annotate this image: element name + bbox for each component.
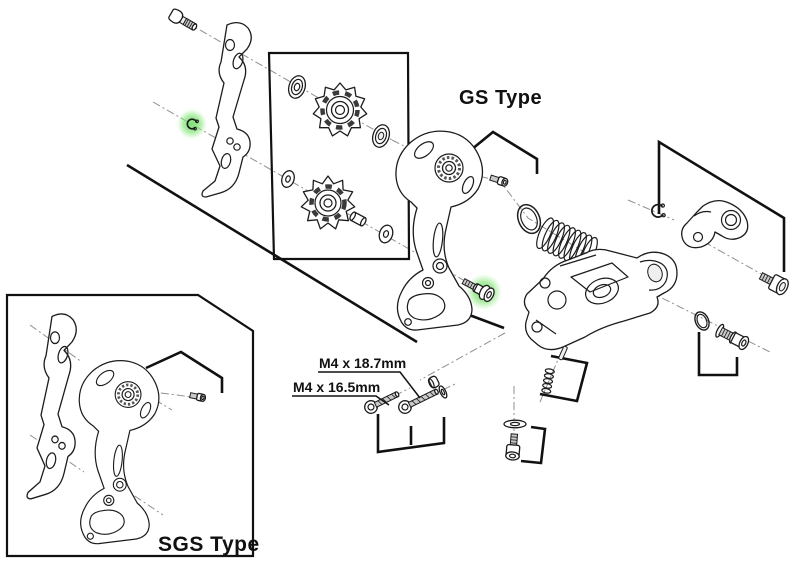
- grouping-outlines: [5, 51, 786, 558]
- sgs-type-box: [5, 293, 255, 558]
- bracket-axle-unit: [681, 199, 749, 249]
- lower-pulley-washer: [281, 170, 295, 188]
- stopper-bolt-box: [520, 425, 547, 465]
- pulley-bolt-top: [168, 8, 198, 31]
- cage-stop-bolt-gs: [489, 174, 509, 187]
- hanger-circlip: [651, 203, 666, 218]
- gs-group-line: [126, 163, 418, 344]
- m4-screw-short: [364, 391, 400, 414]
- sgs-type-label: SGS Type: [158, 533, 260, 556]
- inner-cage-plate: [201, 21, 252, 198]
- derailleur-body: [523, 248, 678, 351]
- upper-pulley-cap: [371, 124, 391, 148]
- pulley-bushing: [349, 211, 367, 227]
- gs-type-label: GS Type: [459, 87, 542, 109]
- outer-cage-plate-gs: [395, 130, 484, 331]
- sgs-outer-cage-plate: [77, 359, 161, 546]
- pulley-axle-circlip: [186, 118, 199, 131]
- highlight-circlip: [177, 109, 207, 139]
- upper-jockey-pulley: [312, 82, 368, 137]
- m4-screw-long: [398, 388, 439, 414]
- label-leaders: [292, 371, 421, 406]
- m4-screws-box: [376, 414, 446, 454]
- cable-bolt-box: [697, 332, 739, 377]
- upper-pulley-washer: [287, 75, 307, 99]
- bracket-fixing-bolt: [758, 272, 789, 296]
- m4-sleeve: [427, 375, 440, 389]
- m4-washer: [438, 385, 448, 399]
- m4-long-label: M4 x 18.7mm: [319, 355, 406, 371]
- spring-pin: [558, 345, 568, 361]
- b-axle-o-ring: [516, 203, 542, 235]
- p-tension-spring-small: [541, 368, 555, 394]
- m4-short-label: M4 x 16.5mm: [293, 379, 380, 395]
- sgs-inner-cage-plate: [26, 313, 77, 500]
- gs-bolt-bracket: [465, 130, 539, 174]
- lower-pulley-bolt: [461, 277, 495, 303]
- hanger-bracket-box: [657, 139, 786, 272]
- stopper-bolt: [505, 433, 521, 461]
- sgs-bolt-bracket: [145, 350, 224, 393]
- spring-pin-box: [539, 354, 589, 403]
- cable-o-ring: [694, 311, 710, 331]
- cable-fixing-bolt: [715, 323, 750, 351]
- stopper-washer: [503, 419, 527, 429]
- cage-stop-bolt-sgs: [189, 392, 207, 402]
- pulley-kit-box: [267, 51, 411, 261]
- lower-pulley-cap: [378, 224, 394, 244]
- lower-jockey-pulley: [300, 175, 356, 230]
